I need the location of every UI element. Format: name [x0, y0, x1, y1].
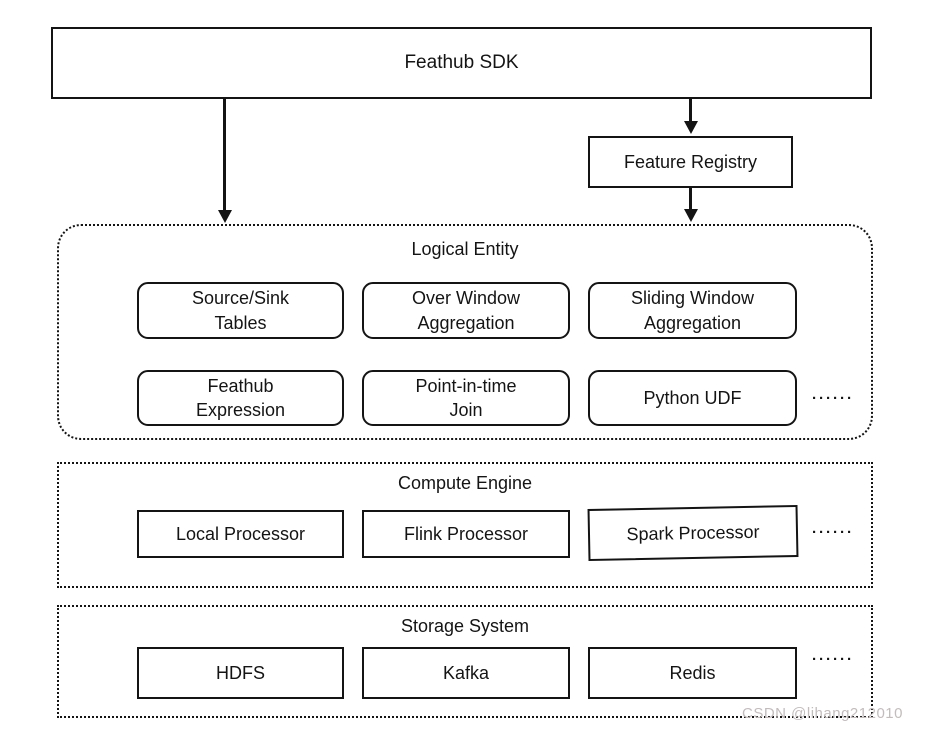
arrow-registry-to-logical-line	[689, 188, 692, 211]
node-label-line: Redis	[669, 662, 716, 683]
node-label-line: Aggregation	[643, 312, 742, 333]
watermark-text: CSDN @lihang212010	[742, 705, 903, 722]
storage-system-ellipsis: ······	[812, 650, 854, 668]
node-spark-processor: Spark Processor	[587, 504, 799, 562]
node-label-line: Expression	[195, 400, 286, 420]
node-label-line: Local Processor	[175, 523, 306, 544]
node-flink-processor: Flink Processor	[362, 510, 570, 558]
node-label-line: Kafka	[442, 662, 490, 683]
node-label-line: Point-in-time	[415, 375, 517, 396]
arrow-sdk-to-registry-line	[689, 99, 692, 123]
node-source-sink-tables: Source/Sink Tables	[137, 282, 344, 339]
feathub-sdk-box: Feathub SDK	[51, 27, 872, 99]
node-local-processor: Local Processor	[137, 510, 344, 558]
node-kafka: Kafka	[362, 647, 570, 699]
node-label-line: Spark Processor	[626, 521, 760, 545]
node-label-line: Over Window	[411, 288, 521, 309]
section-compute-engine: Compute Engine Local Processor Flink Pro…	[57, 462, 873, 588]
node-label-line: HDFS	[216, 662, 265, 683]
node-label-line: Flink Processor	[403, 523, 529, 544]
node-label-line: Python UDF	[643, 387, 742, 408]
node-hdfs: HDFS	[137, 647, 344, 699]
node-python-udf: Python UDF	[588, 370, 797, 426]
section-logical-entity-title: Logical Entity	[411, 239, 519, 259]
arrow-sdk-to-logical-line	[223, 99, 226, 211]
section-storage-system: Storage System HDFS Kafka Redis ······	[57, 605, 873, 718]
node-label-line: Sliding Window	[630, 288, 755, 309]
node-point-in-time-join: Point-in-time Join	[362, 370, 570, 426]
section-logical-entity: Logical Entity Source/Sink Tables Over W…	[57, 224, 873, 440]
section-storage-system-title: Storage System	[400, 616, 530, 636]
node-redis: Redis	[588, 647, 797, 699]
logical-entity-ellipsis: ······	[812, 389, 854, 407]
node-feathub-expression: Feathub Expression	[137, 370, 344, 426]
arrow-sdk-to-registry-head	[683, 121, 698, 134]
feathub-sdk-label: Feathub SDK	[404, 52, 519, 73]
node-label-line: Source/Sink	[191, 288, 290, 309]
node-label-line: Feathub	[207, 375, 274, 396]
node-sliding-window-aggregation: Sliding Window Aggregation	[588, 282, 797, 339]
feature-registry-label: Feature Registry	[623, 151, 758, 172]
node-label-line: Aggregation	[417, 312, 515, 333]
node-label-line: Tables	[214, 312, 267, 333]
section-compute-engine-title: Compute Engine	[397, 473, 533, 493]
node-over-window-aggregation: Over Window Aggregation	[362, 282, 570, 339]
feature-registry-box: Feature Registry	[588, 136, 793, 188]
arrow-sdk-to-logical-head	[217, 210, 232, 223]
compute-engine-ellipsis: ······	[812, 523, 854, 541]
node-label-line: Join	[449, 400, 483, 420]
arrow-registry-to-logical-head	[683, 209, 698, 222]
